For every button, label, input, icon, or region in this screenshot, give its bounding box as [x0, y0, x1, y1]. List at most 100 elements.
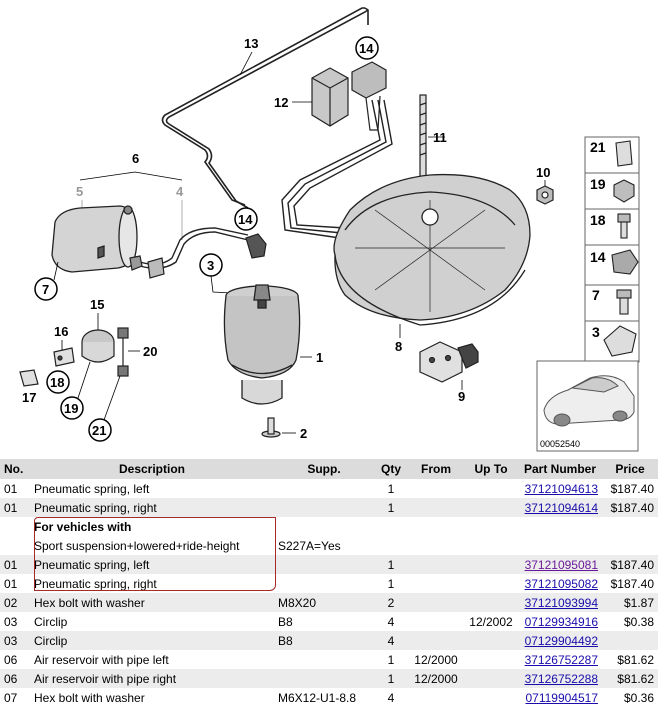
- cell-upto: [464, 669, 518, 688]
- header-part-number: Part Number: [518, 459, 602, 479]
- cell-supp: B8: [278, 614, 293, 629]
- cell-upto: [464, 688, 518, 707]
- nut-10-drawing: [536, 185, 554, 205]
- table-row: 01 Pneumatic spring, left 1 37121094613 …: [0, 479, 658, 498]
- cell-description: Air reservoir with pipe right: [30, 669, 274, 688]
- cell-upto: [464, 593, 518, 612]
- cell-upto: [464, 536, 518, 555]
- header-description: Description: [30, 459, 274, 479]
- callout-14-mid: 14: [238, 212, 253, 227]
- fitting-drawing: [129, 255, 165, 279]
- cell-qty: 1: [374, 669, 408, 688]
- cell-description: For vehicles with: [34, 519, 132, 534]
- table-row: 06 Air reservoir with pipe left 1 12/200…: [0, 650, 658, 669]
- valve-block-14-drawing: [351, 61, 387, 131]
- cell-from: [408, 479, 464, 498]
- cell-from: 12/2000: [408, 669, 464, 688]
- cell-qty: [374, 536, 408, 555]
- table-row: 03 Circlip B8 4 12/2002 07129934916 $0.3…: [0, 612, 658, 631]
- part-number-link[interactable]: 37121094614: [524, 500, 598, 515]
- cell-no: 01: [4, 481, 18, 496]
- header-qty: Qty: [374, 459, 408, 479]
- part-number-link[interactable]: 37121094613: [524, 481, 598, 496]
- cell-price: $0.36: [623, 690, 654, 705]
- cell-no: 06: [0, 669, 30, 688]
- callout-20: 20: [143, 344, 157, 359]
- cell-qty: 1: [387, 576, 395, 591]
- callout-2: 2: [300, 426, 307, 441]
- callout-18: 18: [50, 375, 64, 390]
- table-row: 01 Pneumatic spring, left 1 37121095081 …: [0, 555, 658, 574]
- cell-qty: 4: [387, 614, 395, 629]
- cell-from: [408, 574, 464, 593]
- air-reservoir-drawing: [51, 205, 138, 273]
- cell-price: $81.62: [602, 669, 658, 688]
- cell-part-number: [518, 517, 602, 536]
- cell-description: Pneumatic spring, right: [30, 498, 274, 517]
- callout-5: 5: [76, 184, 83, 199]
- cell-upto: [464, 479, 518, 498]
- callout-4: 4: [176, 184, 184, 199]
- table-header-row: No. Description Supp. Qty From Up To Par…: [0, 459, 658, 479]
- cell-supp: S227A=Yes: [278, 538, 341, 553]
- cell-supp: M8X20: [274, 593, 374, 612]
- cell-no: 03: [0, 631, 30, 650]
- cell-no: 06: [4, 652, 18, 667]
- bolt-2-drawing: [261, 417, 281, 438]
- cell-from: [408, 612, 464, 631]
- cell-qty: 4: [374, 631, 408, 650]
- sidebar-number-19: 19: [590, 176, 606, 192]
- cell-description: Pneumatic spring, left: [34, 481, 150, 496]
- cell-upto: [464, 650, 518, 669]
- cell-qty: 1: [374, 498, 408, 517]
- cell-price: $1.87: [602, 593, 658, 612]
- table-row: 01 Pneumatic spring, right 1 37121094614…: [0, 498, 658, 517]
- compressor-drawing: [19, 327, 129, 387]
- part-number-link[interactable]: 37121095081: [524, 557, 598, 572]
- part-number-link[interactable]: 07119904517: [525, 690, 598, 705]
- sidebar-number-3: 3: [592, 324, 600, 340]
- cell-upto: [464, 517, 518, 536]
- callout-6: 6: [132, 151, 139, 166]
- image-code: 00052540: [540, 439, 580, 449]
- cell-from: [408, 593, 464, 612]
- cell-description: Circlip: [30, 631, 274, 650]
- relay-12-drawing: [311, 67, 349, 127]
- part-number-link[interactable]: 37126752288: [524, 671, 598, 686]
- cell-qty: 4: [387, 690, 395, 705]
- cell-from: 12/2000: [414, 652, 458, 667]
- cell-description: Pneumatic spring, right: [34, 576, 157, 591]
- cell-from: [408, 517, 464, 536]
- callout-13: 13: [244, 36, 258, 51]
- part-number-link[interactable]: 07129934916: [524, 614, 598, 629]
- cell-description: Circlip: [34, 614, 68, 629]
- sidebar-number-7: 7: [592, 287, 600, 303]
- cell-description: Hex bolt with washer: [30, 593, 274, 612]
- cell-qty: 1: [387, 481, 395, 496]
- part-number-link[interactable]: 37121093994: [524, 595, 598, 610]
- table-row: 01 Pneumatic spring, right 1 37121095082…: [0, 574, 658, 593]
- cell-part-number: [518, 536, 602, 555]
- header-no: No.: [0, 459, 30, 479]
- cell-supp: [274, 479, 374, 498]
- callout-7: 7: [42, 282, 49, 297]
- cell-no: 01: [0, 555, 30, 574]
- cell-price: [602, 631, 658, 650]
- cell-qty: 2: [374, 593, 408, 612]
- sidebar-number-14: 14: [590, 249, 606, 265]
- header-price: Price: [602, 459, 658, 479]
- cover-8-drawing: [333, 173, 531, 326]
- cell-supp: [274, 669, 374, 688]
- parts-diagram: 13 12 14 11 8 10: [19, 7, 640, 452]
- callout-8: 8: [395, 339, 402, 354]
- table-row-group-condition: Sport suspension+lowered+ride-height S22…: [0, 536, 658, 555]
- cell-no: 01: [4, 576, 18, 591]
- cell-qty: 1: [374, 555, 408, 574]
- cell-supp: [274, 650, 374, 669]
- cell-price: $187.40: [610, 576, 654, 591]
- cell-upto: [464, 498, 518, 517]
- part-number-link[interactable]: 37121095082: [524, 576, 598, 591]
- cell-no: [0, 517, 30, 536]
- part-number-link[interactable]: 07129904492: [524, 633, 598, 648]
- part-number-link[interactable]: 37126752287: [524, 652, 598, 667]
